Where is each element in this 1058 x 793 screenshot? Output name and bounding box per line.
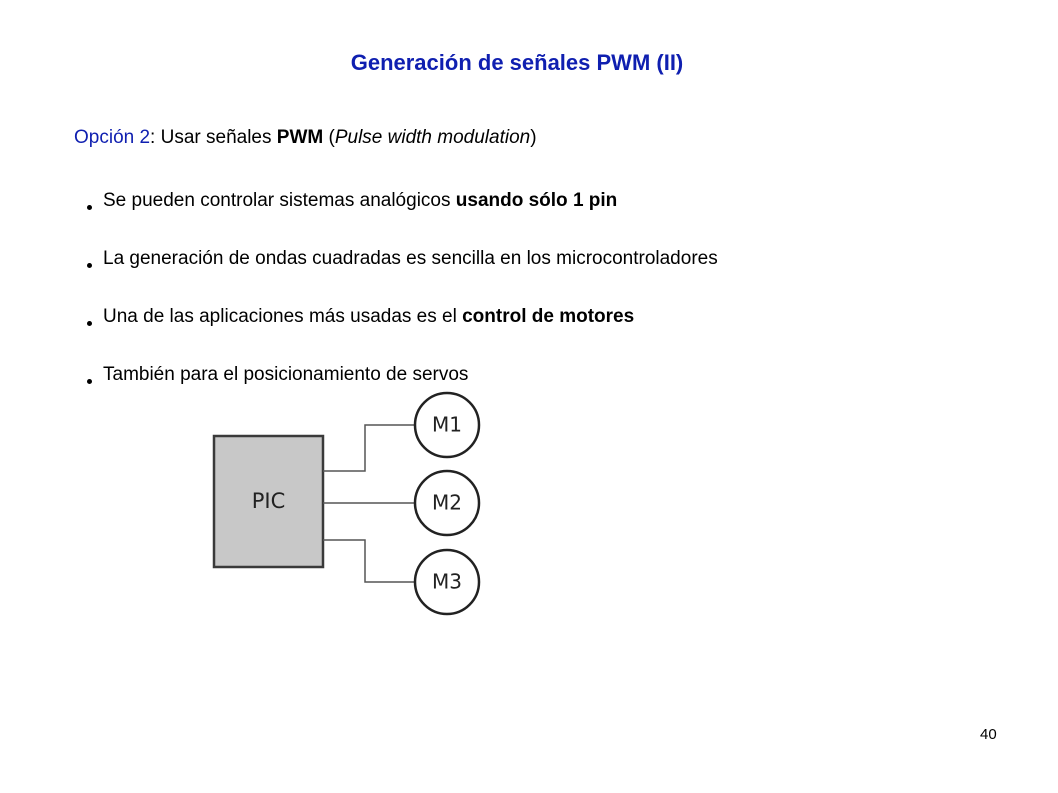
subtitle-colon: :	[150, 127, 161, 148]
slide-title: Generación de señales PWM (II)	[350, 50, 684, 75]
page-number: 40	[980, 726, 997, 743]
wire-m3	[323, 539, 415, 583]
bullet-text: Se pueden controlar sistemas analógicos	[103, 190, 456, 211]
option-label: Opción 2	[74, 127, 151, 148]
motor-m1-label: M1	[432, 413, 462, 437]
motor-m1	[413, 391, 481, 459]
wire-m1	[323, 424, 415, 472]
bullet-item: La generación de ondas cuadradas es senc…	[87, 248, 718, 306]
bullet-dot-icon	[87, 321, 92, 326]
pic-chip	[212, 434, 325, 569]
pic-chip-label: PIC	[252, 489, 286, 513]
subtitle-text-3: )	[530, 127, 537, 148]
bullet-dot-icon	[87, 379, 92, 384]
subtitle-expansion: Pulse width modulation	[334, 127, 531, 148]
bullet-item: También para el posicionamiento de servo…	[87, 364, 718, 422]
bullet-item: Se pueden controlar sistemas analógicos …	[87, 190, 718, 248]
subtitle-text-1: Usar señales	[160, 127, 277, 148]
bullet-dot-icon	[87, 205, 92, 210]
subtitle-pwm: PWM	[276, 127, 324, 148]
motor-m2-label: M2	[432, 491, 462, 515]
pic-motor-diagram: PIC M1 M2 M3	[212, 391, 481, 616]
motor-m3-label: M3	[432, 570, 462, 594]
motor-m3	[413, 548, 481, 616]
subtitle-text-2: (	[323, 127, 335, 148]
bullet-bold: usando sólo 1 pin	[455, 190, 618, 211]
bullet-item: Una de las aplicaciones más usadas es el…	[87, 306, 718, 364]
subtitle: Opción 2: Usar señales PWM (Pulse width …	[74, 127, 537, 149]
bullet-text: La generación de ondas cuadradas es senc…	[103, 248, 718, 269]
bullet-text: Una de las aplicaciones más usadas es el	[103, 306, 463, 327]
bullet-text: También para el posicionamiento de servo…	[103, 364, 469, 385]
motor-m2	[413, 469, 481, 537]
bullet-dot-icon	[87, 263, 92, 268]
bullet-bold: control de motores	[462, 306, 635, 327]
bullet-list: Se pueden controlar sistemas analógicos …	[87, 190, 718, 422]
